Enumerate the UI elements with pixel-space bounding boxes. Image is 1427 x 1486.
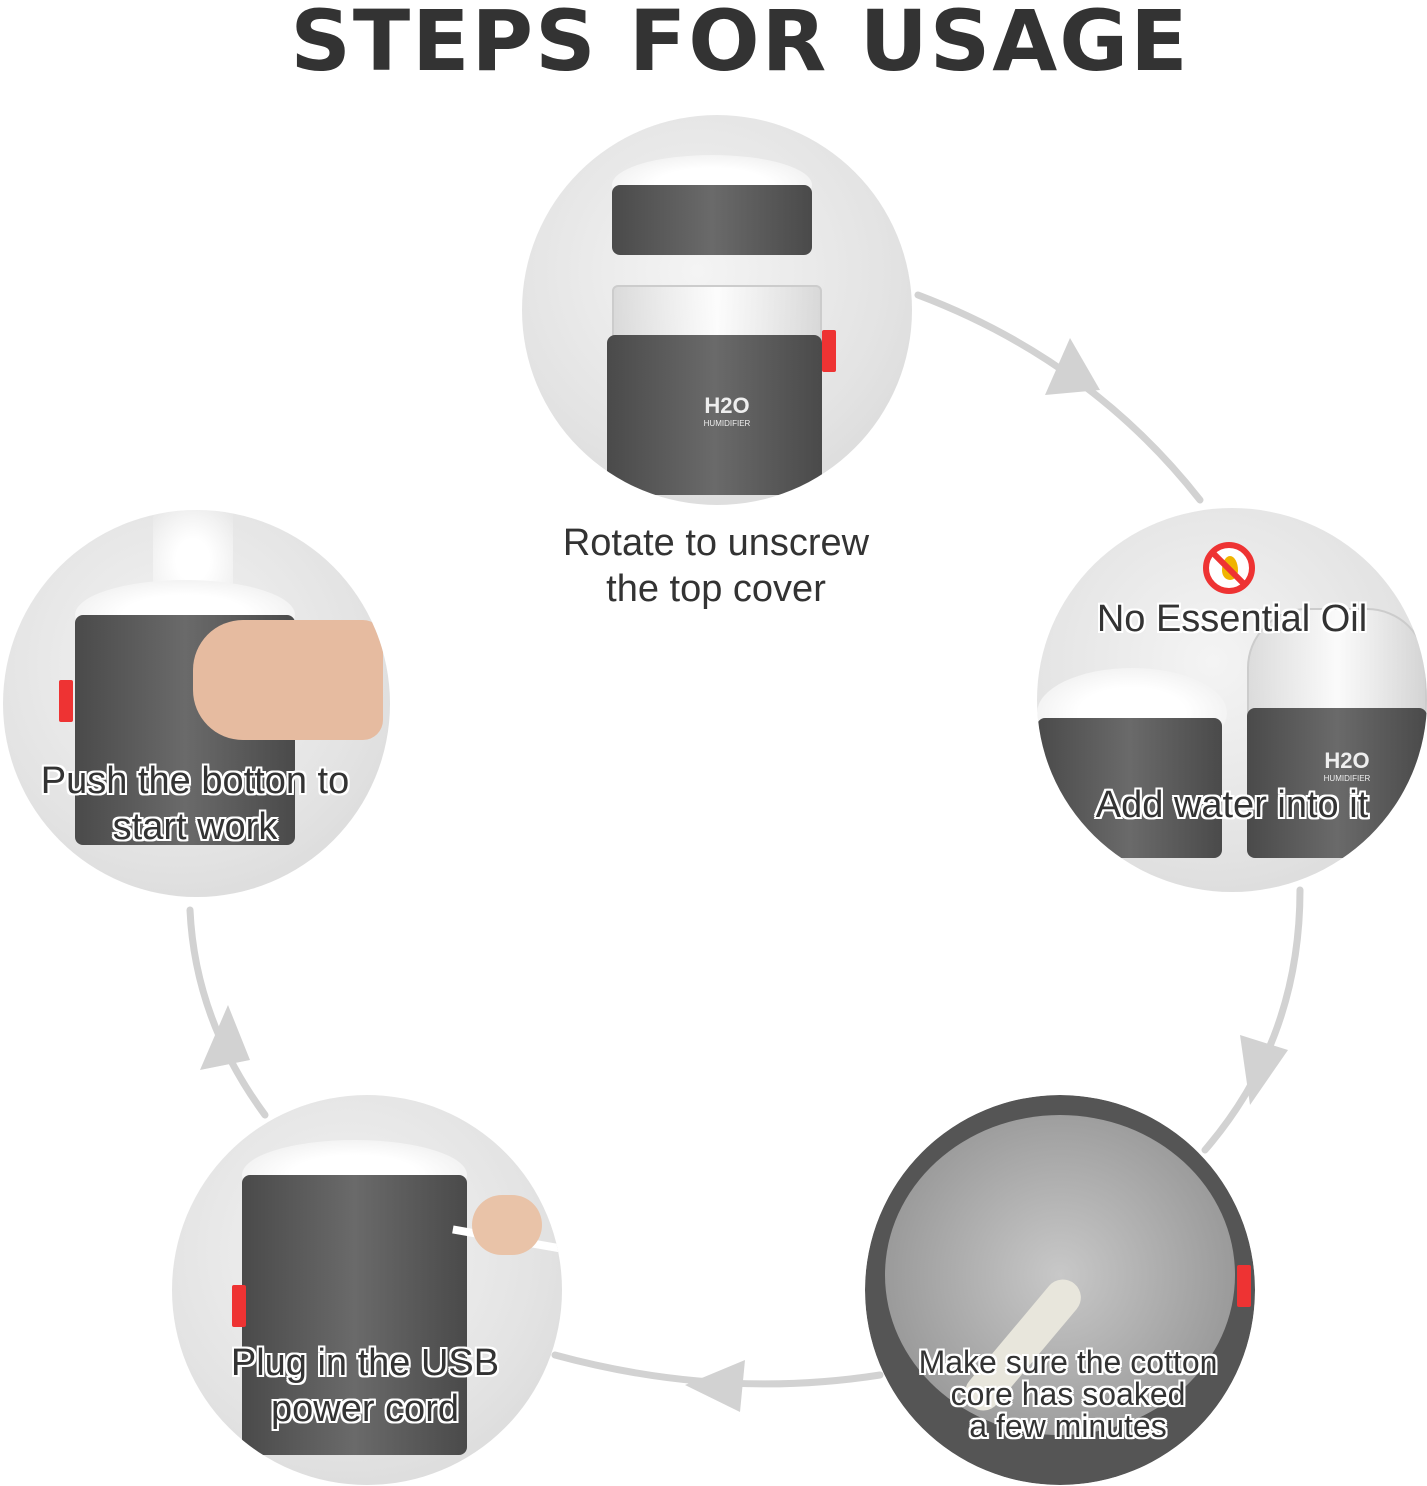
caption-line: Make sure the cotton (918, 1344, 1218, 1380)
caption-line: power cord (271, 1388, 459, 1430)
step-2-caption: Add water into it (1095, 784, 1369, 826)
step-4-caption: Plug in the USB power cord (65, 1340, 665, 1432)
page-title: STEPS FOR USAGE (290, 0, 1190, 90)
caption-line: Plug in the USB (230, 1342, 500, 1384)
arrow-arc-4-5 (186, 906, 269, 1119)
step-5-caption: Push the botton to start work (0, 758, 495, 850)
caption-line: a few minutes (969, 1408, 1167, 1444)
caption-line: Push the botton to (40, 760, 350, 802)
arrow-arc-1-2 (914, 291, 1204, 504)
arrow-arc-2-3 (1201, 886, 1304, 1154)
arrowhead-2 (1240, 1035, 1288, 1105)
step-4-image (172, 1095, 562, 1485)
step-3-image (865, 1095, 1255, 1485)
no-oil-icon (1203, 542, 1255, 594)
step-1-caption: Rotate to unscrew the top cover (416, 520, 1016, 612)
arrowhead-1 (1045, 338, 1100, 395)
caption-line: the top cover (606, 568, 826, 610)
caption-line: start work (112, 806, 278, 848)
step-5-image (3, 510, 390, 897)
arrowhead-3 (685, 1360, 745, 1412)
arrowhead-4 (200, 1005, 250, 1070)
step-3-caption: Make sure the cotton core has soaked a f… (768, 1346, 1368, 1442)
step-2-warning: No Essential Oil (1096, 598, 1368, 640)
caption-line: core has soaked (950, 1376, 1186, 1412)
caption-line: Rotate to unscrew (562, 522, 870, 564)
